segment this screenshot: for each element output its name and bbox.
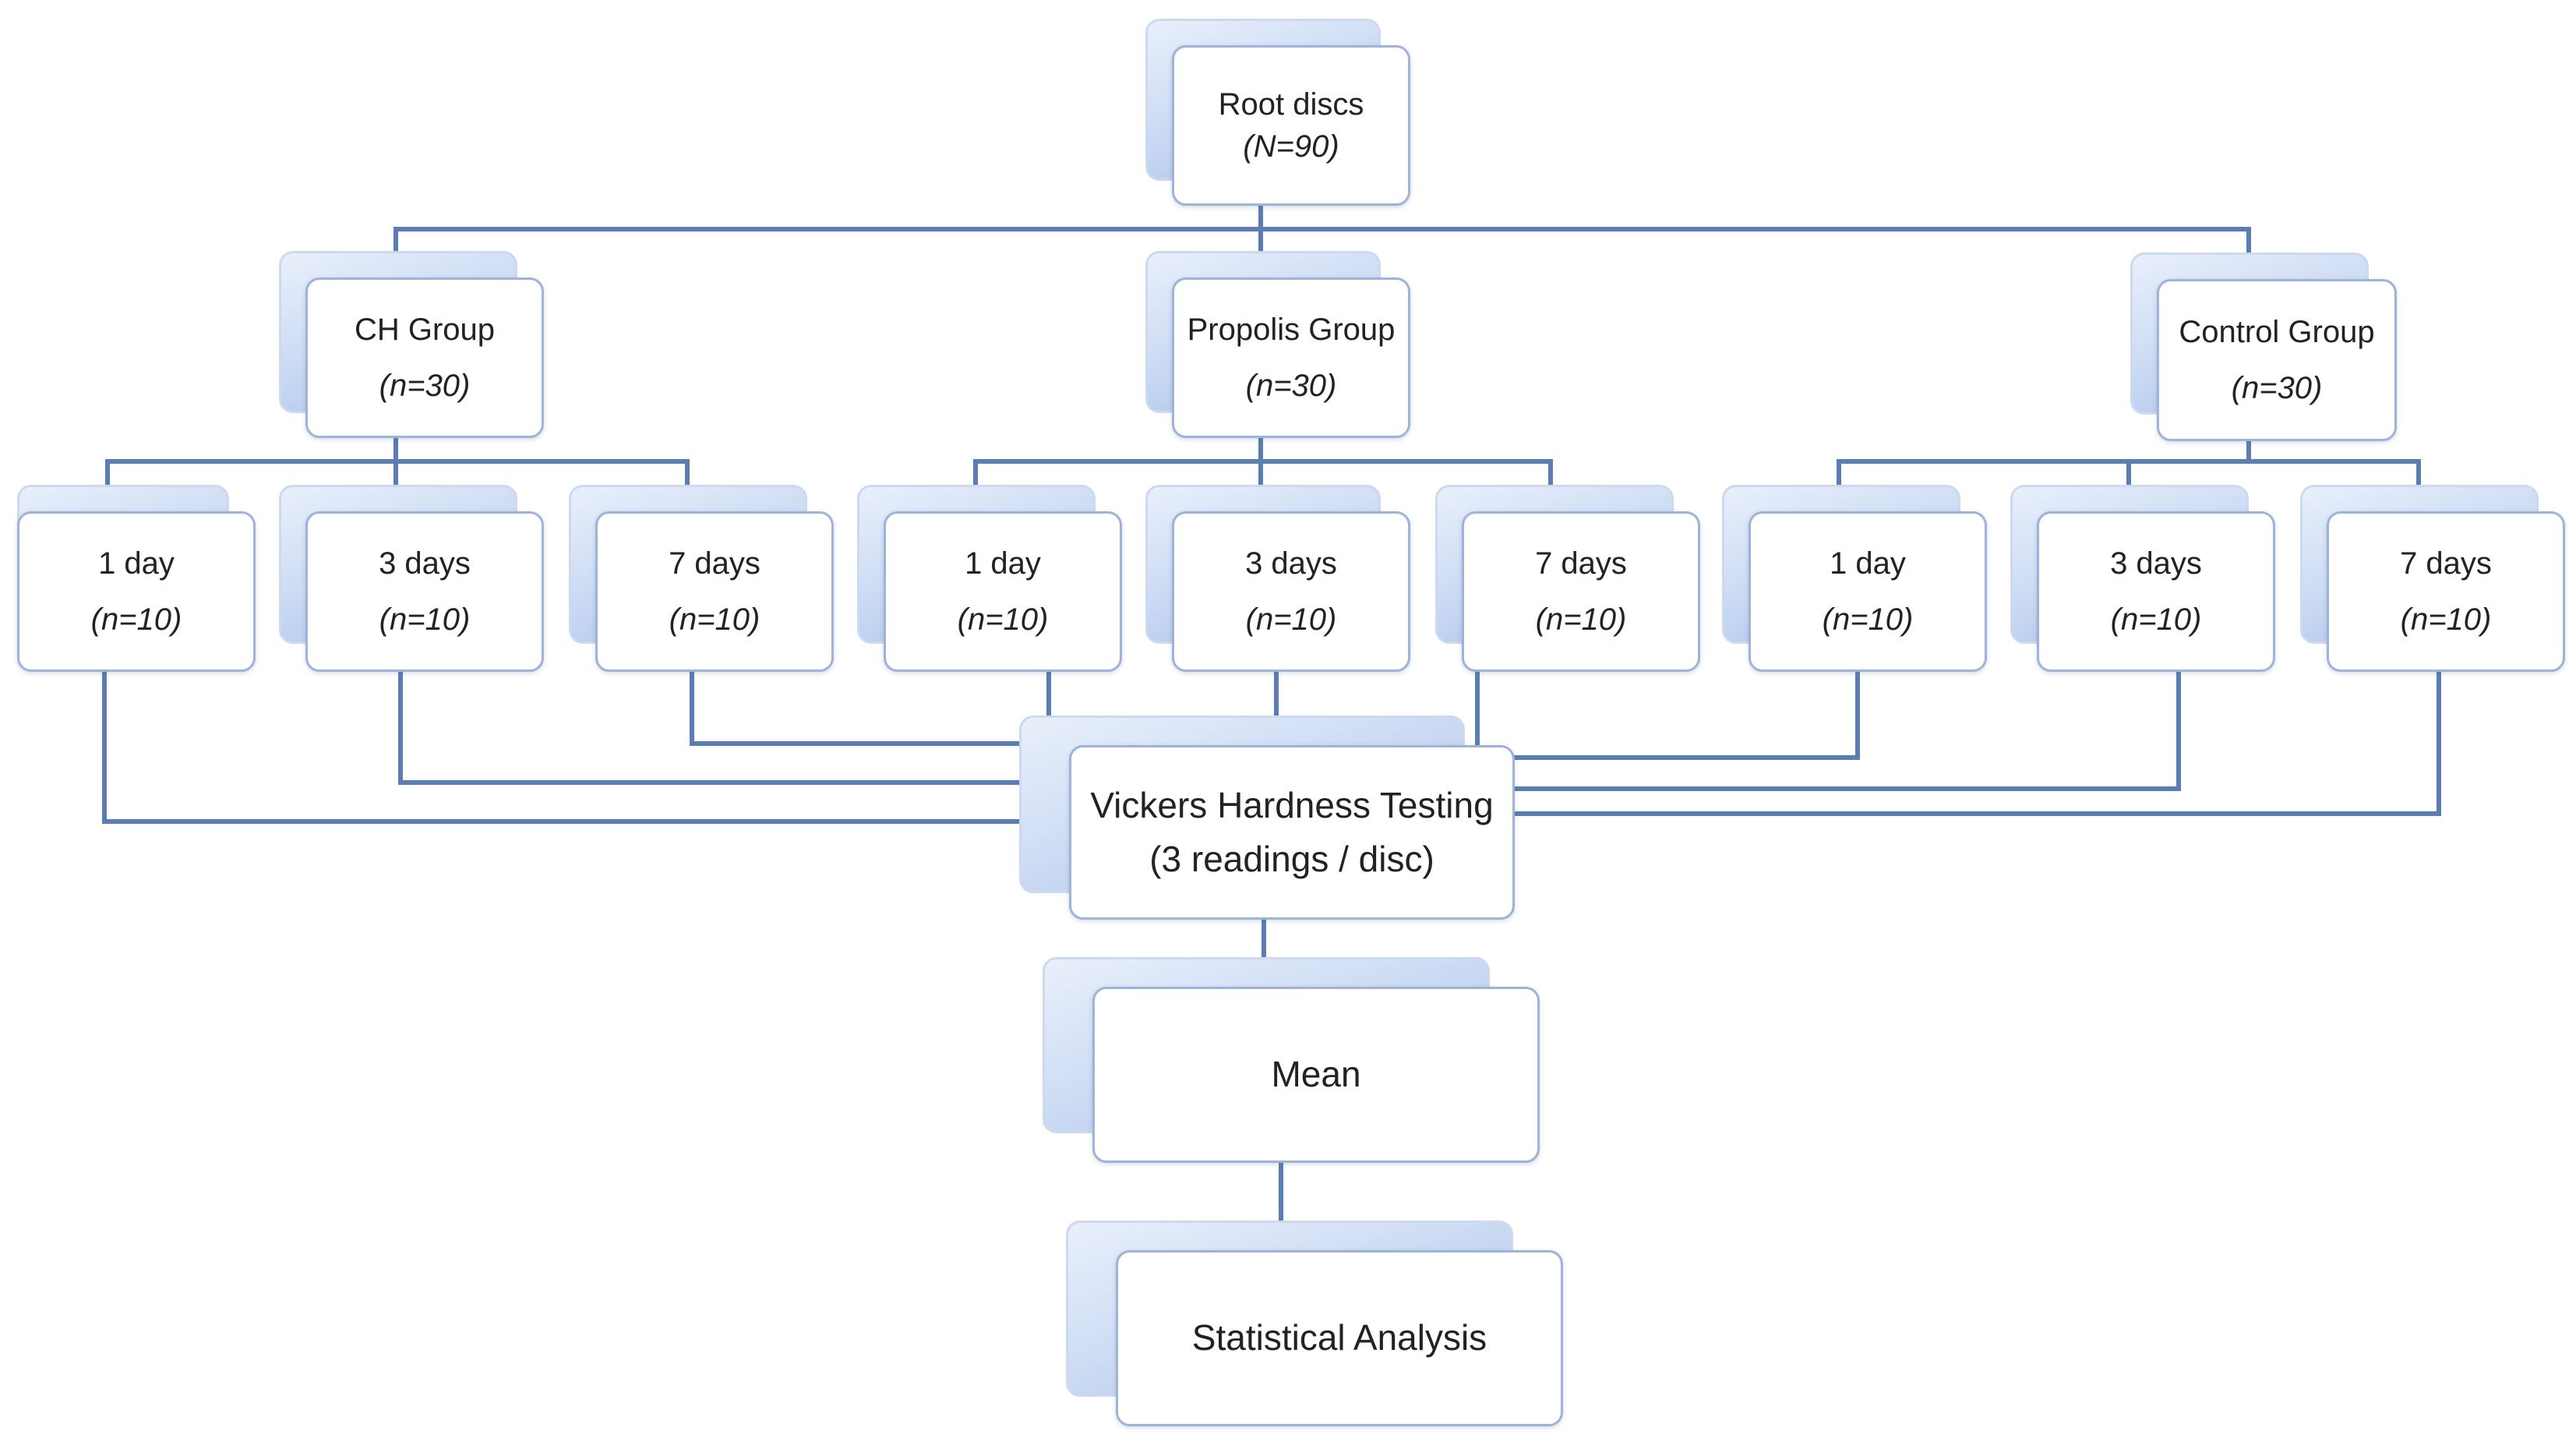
- root-discs-node: Root discs (N=90): [1145, 19, 1410, 206]
- control-1-day-node: 1 day (n=10): [1722, 485, 1987, 672]
- control-1-day-count: (n=10): [1822, 602, 1914, 637]
- propolis-3-days-label: 3 days: [1245, 546, 1337, 581]
- control-3-days-label: 3 days: [2110, 546, 2202, 581]
- ch-1-day-label: 1 day: [98, 546, 175, 581]
- statistical-analysis-node: Statistical Analysis: [1066, 1221, 1563, 1426]
- control-group-node: Control Group (n=30): [2130, 253, 2397, 441]
- connector-control-7days-to-testing: [1509, 670, 2441, 816]
- propolis-group-count: (n=30): [1245, 369, 1337, 403]
- connector-control-3days-to-testing: [1509, 670, 2181, 791]
- propolis-1-day-label: 1 day: [965, 546, 1041, 581]
- control-3-days-count: (n=10): [2110, 602, 2202, 637]
- ch-3-days-label: 3 days: [379, 546, 471, 581]
- ch-3-days-count: (n=10): [379, 602, 471, 637]
- ch-1-day-node: 1 day (n=10): [17, 485, 256, 672]
- ch-group-node: CH Group (n=30): [279, 251, 544, 438]
- control-3-days-node: 3 days (n=10): [2010, 485, 2275, 672]
- propolis-7-days-label: 7 days: [1535, 546, 1627, 581]
- control-7-days-label: 7 days: [2400, 546, 2492, 581]
- ch-3-days-node: 3 days (n=10): [279, 485, 544, 672]
- propolis-group-node: Propolis Group (n=30): [1145, 251, 1410, 438]
- propolis-7-days-count: (n=10): [1535, 602, 1627, 637]
- propolis-group-label: Propolis Group: [1187, 313, 1396, 347]
- control-group-count: (n=30): [2231, 371, 2323, 405]
- root-discs-count: (N=90): [1243, 129, 1339, 164]
- propolis-3-days-node: 3 days (n=10): [1145, 485, 1410, 672]
- ch-1-day-count: (n=10): [90, 602, 182, 637]
- control-7-days-node: 7 days (n=10): [2300, 485, 2565, 672]
- connector-ch-1day-to-testing: [102, 670, 1029, 824]
- propolis-7-days-node: 7 days (n=10): [1435, 485, 1700, 672]
- ch-7-days-label: 7 days: [669, 546, 760, 581]
- connector-ch-7days-to-testing: [690, 670, 1029, 746]
- vickers-testing-label: Vickers Hardness Testing: [1090, 784, 1494, 825]
- connector-ch-3days-to-testing: [398, 670, 1029, 785]
- ch-7-days-count: (n=10): [669, 602, 760, 637]
- root-discs-label: Root discs: [1218, 87, 1364, 122]
- mean-label: Mean: [1271, 1054, 1361, 1095]
- vickers-testing-node: Vickers Hardness Testing (3 readings / d…: [1019, 715, 1515, 920]
- ch-7-days-node: 7 days (n=10): [569, 485, 834, 672]
- mean-node: Mean: [1043, 957, 1540, 1163]
- connector-control-1day-to-testing: [1478, 670, 1860, 760]
- statistical-analysis-label: Statistical Analysis: [1191, 1317, 1487, 1358]
- propolis-1-day-count: (n=10): [957, 602, 1049, 637]
- ch-group-label: CH Group: [354, 313, 496, 347]
- vickers-testing-detail: (3 readings / disc): [1149, 839, 1434, 879]
- ch-group-count: (n=30): [379, 369, 471, 403]
- control-1-day-label: 1 day: [1830, 546, 1906, 581]
- propolis-1-day-node: 1 day (n=10): [857, 485, 1122, 672]
- control-7-days-count: (n=10): [2400, 602, 2492, 637]
- control-group-label: Control Group: [2179, 315, 2375, 349]
- propolis-3-days-count: (n=10): [1245, 602, 1337, 637]
